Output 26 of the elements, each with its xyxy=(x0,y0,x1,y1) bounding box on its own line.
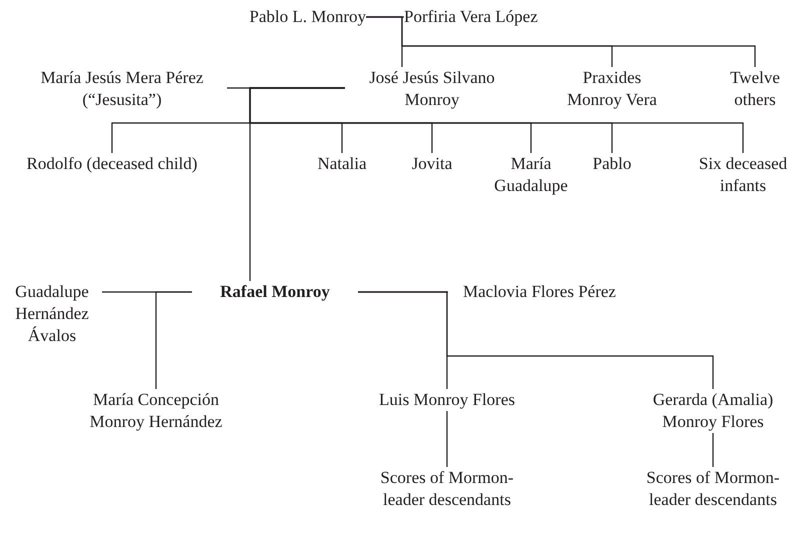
person-name: Scores of Mormon-leader descendants xyxy=(638,467,788,511)
family-tree-line xyxy=(712,433,714,467)
family-tree-line xyxy=(446,411,448,467)
person-name: Six deceased infants xyxy=(690,153,796,197)
family-tree-line xyxy=(155,291,192,389)
person-name: Luis Monroy Flores xyxy=(367,389,527,411)
person-name: Twelve others xyxy=(720,67,790,111)
person-name: Rodolfo (deceased child) xyxy=(2,153,222,175)
person-name: Rafael Monroy xyxy=(192,281,358,303)
person-name: Guadalupe Hernández Ávalos xyxy=(2,281,102,347)
family-tree-line xyxy=(358,291,714,389)
person-name: María Concepción Monroy Hernández xyxy=(76,389,236,433)
person-name: Pablo L. Monroy xyxy=(230,6,366,28)
person-name: Jovita xyxy=(397,153,467,175)
person-name: María Jesús Mera Pérez (“Jesusita”) xyxy=(17,67,227,111)
person-name: María Guadalupe xyxy=(481,153,581,197)
person-name: Natalia xyxy=(302,153,382,175)
person-name: Praxides Monroy Vera xyxy=(557,67,667,111)
person-name: Porfiria Vera López xyxy=(404,6,574,28)
person-name: Scores of Mormon-leader descendants xyxy=(372,467,522,511)
person-name: Gerarda (Amalia) Monroy Flores xyxy=(638,389,788,433)
family-tree-line xyxy=(249,87,345,281)
person-name: Pablo xyxy=(582,153,642,175)
person-name: Maclovia Flores Pérez xyxy=(448,281,648,303)
person-name: José Jesús Silvano Monroy xyxy=(345,67,519,111)
family-tree-line xyxy=(366,16,756,67)
